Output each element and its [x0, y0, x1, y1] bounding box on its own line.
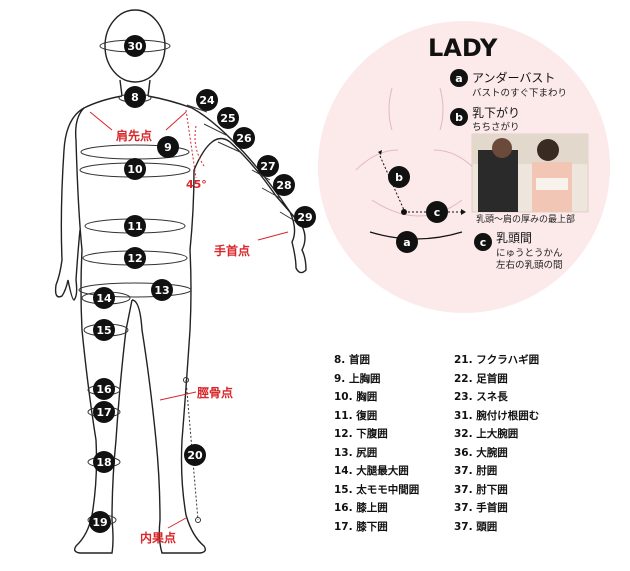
svg-text:12: 12	[127, 252, 142, 265]
marker-12: 12	[124, 247, 146, 269]
measurement-photo	[471, 133, 589, 213]
legend-entry: 8. 首囲	[334, 354, 370, 366]
legend-entry: 10. 胸囲	[334, 391, 378, 403]
measurement-legend: 8. 首囲 9. 上胸囲 10. 胸囲 11. 復囲 12. 下腹囲 13. 尻…	[334, 351, 624, 541]
svg-text:18: 18	[96, 456, 111, 469]
svg-text:10: 10	[127, 163, 143, 176]
svg-text:8: 8	[131, 91, 139, 104]
svg-text:a: a	[455, 72, 462, 85]
legend-entry: 15. 太モモ中間囲	[334, 483, 420, 496]
svg-text:11: 11	[127, 220, 142, 233]
marker-8: 8	[124, 86, 146, 108]
legend-entry: 11. 復囲	[334, 409, 378, 422]
angle-label: 45°	[186, 178, 207, 191]
item-c-desc: にゅうとうかん	[496, 248, 563, 259]
item-a-name: アンダーバスト	[472, 70, 555, 85]
svg-text:26: 26	[236, 132, 252, 145]
legend-entry: 36. 大腕囲	[454, 446, 508, 459]
lady-title: LADY	[428, 34, 498, 62]
item-c: c 乳頭間 にゅうとうかん 左右の乳頭の間	[474, 231, 563, 271]
legend-entry: 31. 腕付け根囲む	[454, 409, 540, 422]
marker-16: 16	[93, 378, 115, 400]
point-labels: 肩先点 手首点 脛骨点 内果点 45°	[116, 128, 250, 545]
marker-c-sketch: c	[426, 201, 448, 223]
marker-24: 24	[196, 89, 218, 111]
svg-text:c: c	[480, 236, 487, 249]
torso-sketch	[355, 87, 477, 217]
svg-text:20: 20	[187, 449, 203, 462]
guide-lines	[89, 109, 289, 529]
wrist-point-label: 手首点	[214, 243, 250, 258]
legend-entry: 21. フクラハギ囲	[454, 354, 540, 366]
legend-entry: 22. 足首囲	[454, 372, 508, 385]
marker-25: 25	[217, 107, 239, 129]
svg-text:19: 19	[92, 516, 107, 529]
svg-text:9: 9	[164, 141, 172, 154]
svg-text:24: 24	[199, 94, 215, 107]
item-c-desc2: 左右の乳頭の間	[496, 259, 563, 271]
marker-28: 28	[273, 174, 295, 196]
marker-15: 15	[93, 319, 115, 341]
legend-entry: 13. 尻囲	[334, 446, 378, 459]
legend-entry: 37. 頭囲	[454, 520, 498, 533]
marker-29: 29	[294, 206, 316, 228]
marker-14: 14	[93, 287, 115, 309]
legend-entry: 32. 上大腕囲	[454, 428, 519, 440]
marker-a-sketch: a	[396, 231, 418, 253]
marker-10: 10	[124, 158, 146, 180]
legend-entry: 37. 手首囲	[454, 502, 508, 514]
marker-13: 13	[151, 279, 173, 301]
legend-entry: 17. 膝下囲	[334, 520, 388, 533]
legend-entry: 16. 膝上囲	[334, 502, 388, 514]
legend-entry: 14. 大腿最大囲	[334, 465, 409, 477]
inner-ankle-point-label: 内果点	[140, 530, 176, 545]
photo-caption: 乳頭～肩の厚みの最上部	[476, 213, 575, 225]
tibia-point-label: 脛骨点	[197, 385, 233, 400]
marker-11: 11	[124, 215, 146, 237]
svg-text:b: b	[395, 171, 403, 184]
marker-26: 26	[233, 127, 255, 149]
legend-entry: 37. 肘囲	[454, 465, 498, 477]
svg-text:a: a	[403, 236, 410, 249]
item-b: b 乳下がり ちちさがり	[450, 105, 520, 133]
svg-text:c: c	[434, 206, 441, 219]
number-markers: 30 8 24 25 26 9 10 27 28 29 11 12 13 14 …	[89, 35, 316, 533]
item-b-desc: ちちさがり	[472, 121, 520, 133]
svg-text:13: 13	[154, 284, 169, 297]
svg-text:14: 14	[96, 292, 112, 305]
marker-18: 18	[93, 451, 115, 473]
svg-text:15: 15	[96, 324, 111, 337]
marker-19: 19	[89, 511, 111, 533]
lady-panel: LADY b c a a アンダーバスト バストのすぐ下まわり b 乳下がり ち…	[318, 21, 610, 313]
marker-27: 27	[257, 155, 279, 177]
svg-text:27: 27	[260, 160, 275, 173]
svg-text:28: 28	[276, 179, 291, 192]
body-outline	[54, 9, 307, 554]
item-c-name: 乳頭間	[496, 231, 532, 245]
legend-entry: 9. 上胸囲	[334, 372, 381, 385]
svg-text:b: b	[455, 111, 463, 124]
marker-17: 17	[93, 401, 115, 423]
legend-column-left: 8. 首囲 9. 上胸囲 10. 胸囲 11. 復囲 12. 下腹囲 13. 尻…	[334, 351, 419, 536]
legend-entry: 23. スネ長	[454, 391, 508, 403]
svg-text:30: 30	[127, 40, 143, 53]
legend-entry: 12. 下腹囲	[334, 428, 388, 440]
svg-text:17: 17	[96, 406, 111, 419]
item-b-name: 乳下がり	[472, 105, 520, 120]
legend-column-right: 21. フクラハギ囲 22. 足首囲 23. スネ長 31. 腕付け根囲む 32…	[454, 351, 539, 536]
svg-text:25: 25	[220, 112, 235, 125]
marker-b-sketch: b	[388, 166, 410, 188]
marker-9: 9	[157, 136, 179, 158]
legend-entry: 37. 肘下囲	[454, 483, 508, 496]
svg-text:16: 16	[96, 383, 112, 396]
marker-20: 20	[184, 444, 206, 466]
shoulder-point-label: 肩先点	[116, 128, 152, 143]
item-a-desc: バストのすぐ下まわり	[472, 88, 567, 99]
item-a: a アンダーバスト バストのすぐ下まわり	[450, 69, 567, 99]
svg-text:29: 29	[297, 211, 312, 224]
marker-30: 30	[124, 35, 146, 57]
